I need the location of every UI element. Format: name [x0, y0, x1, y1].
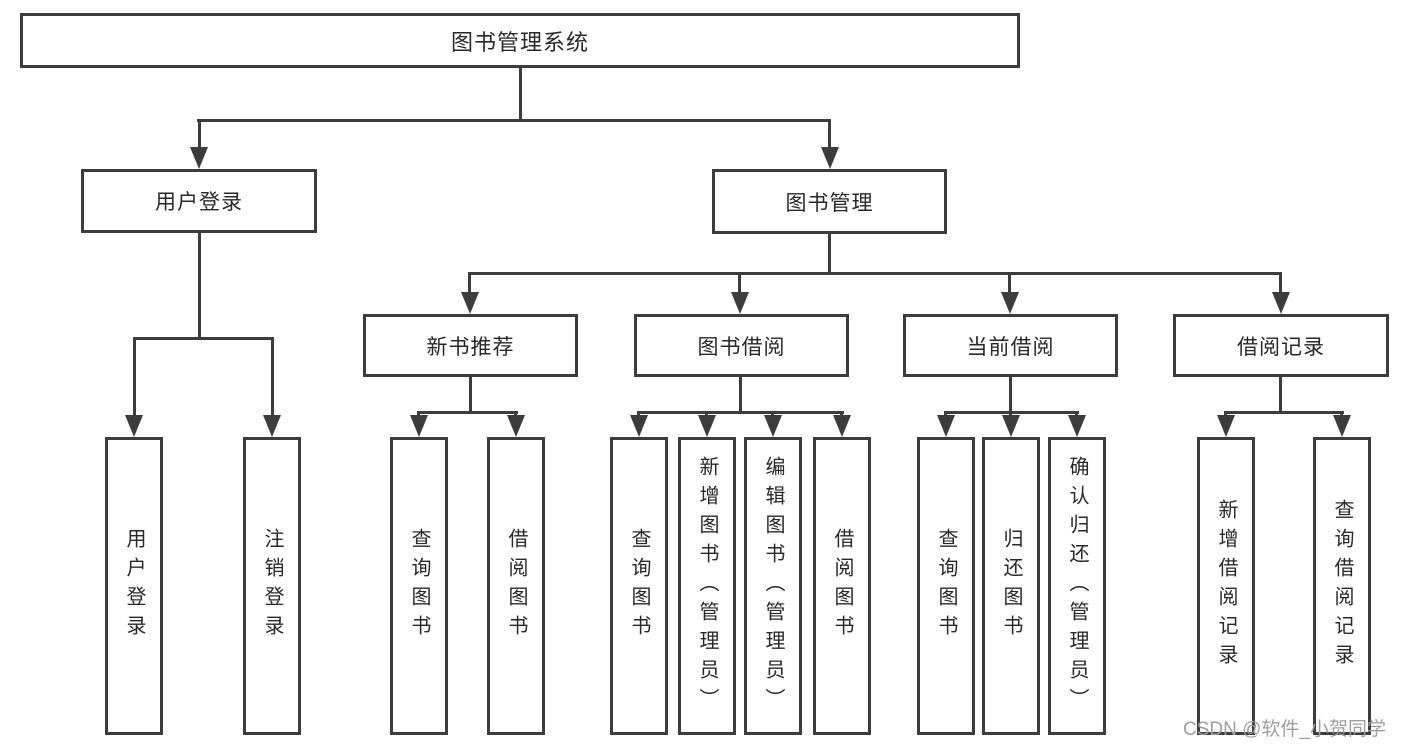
edge-current-borrow-shaft: [1008, 272, 1011, 294]
arrowhead-book-mgmt-icon: [821, 147, 839, 169]
node-leaf-user-login: 用户登录: [105, 437, 163, 735]
arrowhead-book-borrow-icon: [731, 292, 749, 314]
edge-borrow-record-rail: [1224, 411, 1344, 414]
arrowhead-b1-icon: [410, 415, 428, 437]
edge-book-borrow-stem: [739, 377, 742, 414]
arrowhead-new-book-icon: [461, 292, 479, 314]
edge-borrow-record-stem: [1279, 377, 1282, 414]
edge-book-mgmt-shaft: [828, 119, 831, 149]
node-book-borrowing: 图书借阅: [634, 314, 849, 377]
arrowhead-e2-icon: [1333, 415, 1351, 437]
arrowhead-d3-icon: [1068, 415, 1086, 437]
arrowhead-c2-icon: [698, 415, 716, 437]
edge-new-book-stem: [469, 377, 472, 414]
edge-user-login-shaft: [198, 119, 201, 149]
csdn-watermark: CSDN @软件_小贺同学: [1183, 719, 1386, 740]
arrowhead-current-borrow-icon: [1001, 292, 1019, 314]
edge-logout-leaf-shaft: [271, 337, 274, 417]
node-leaf-logout: 注销登录: [243, 437, 301, 735]
arrowhead-user-login-icon: [190, 147, 208, 169]
node-leaf-query-books-recommend: 查询图书: [390, 437, 448, 735]
node-borrowing-records: 借阅记录: [1173, 314, 1389, 377]
edge-new-book-shaft: [468, 272, 471, 294]
edge-book-mgmt-stem: [828, 234, 831, 275]
edge-book-borrow-rail: [638, 411, 844, 414]
edge-user-login-stem: [198, 233, 201, 340]
arrowhead-e1-icon: [1217, 415, 1235, 437]
edge-user-login-rail: [133, 337, 274, 340]
arrowhead-login-leaf-icon: [125, 415, 143, 437]
node-leaf-add-borrow-record: 新增借阅记录: [1197, 437, 1255, 735]
edge-level3-rail: [469, 272, 1282, 275]
node-leaf-query-books-current: 查询图书: [917, 437, 975, 735]
arrowhead-c4-icon: [833, 415, 851, 437]
arrowhead-c3-icon: [764, 415, 782, 437]
arrowhead-b2-icon: [507, 415, 525, 437]
edge-login-leaf-shaft: [133, 337, 136, 417]
arrowhead-d1-icon: [937, 415, 955, 437]
node-leaf-borrow-books-recommend: 借阅图书: [487, 437, 545, 735]
node-leaf-confirm-return-admin: 确认归还（管理员）: [1048, 437, 1106, 735]
node-new-book-recommend: 新书推荐: [363, 314, 578, 377]
arrowhead-d2-icon: [1002, 415, 1020, 437]
edge-book-borrow-shaft: [738, 272, 741, 294]
node-current-borrowing: 当前借阅: [903, 314, 1118, 377]
node-book-management: 图书管理: [712, 169, 947, 234]
edge-new-book-rail: [418, 411, 518, 414]
node-root: 图书管理系统: [20, 13, 1020, 68]
node-leaf-borrow-books: 借阅图书: [813, 437, 871, 735]
node-leaf-return-books: 归还图书: [982, 437, 1040, 735]
edge-borrow-record-shaft: [1279, 272, 1282, 294]
node-leaf-add-books-admin: 新增图书（管理员）: [678, 437, 736, 735]
edge-root-stem: [519, 68, 522, 122]
arrowhead-borrow-record-icon: [1272, 292, 1290, 314]
edge-level2-rail: [197, 119, 831, 122]
arrowhead-logout-leaf-icon: [263, 415, 281, 437]
node-leaf-query-borrow-record: 查询借阅记录: [1313, 437, 1371, 735]
node-leaf-edit-books-admin: 编辑图书（管理员）: [744, 437, 802, 735]
node-leaf-query-books-borrow: 查询图书: [610, 437, 668, 735]
edge-current-borrow-stem: [1009, 377, 1012, 414]
arrowhead-c1-icon: [630, 415, 648, 437]
node-user-login: 用户登录: [81, 169, 317, 233]
